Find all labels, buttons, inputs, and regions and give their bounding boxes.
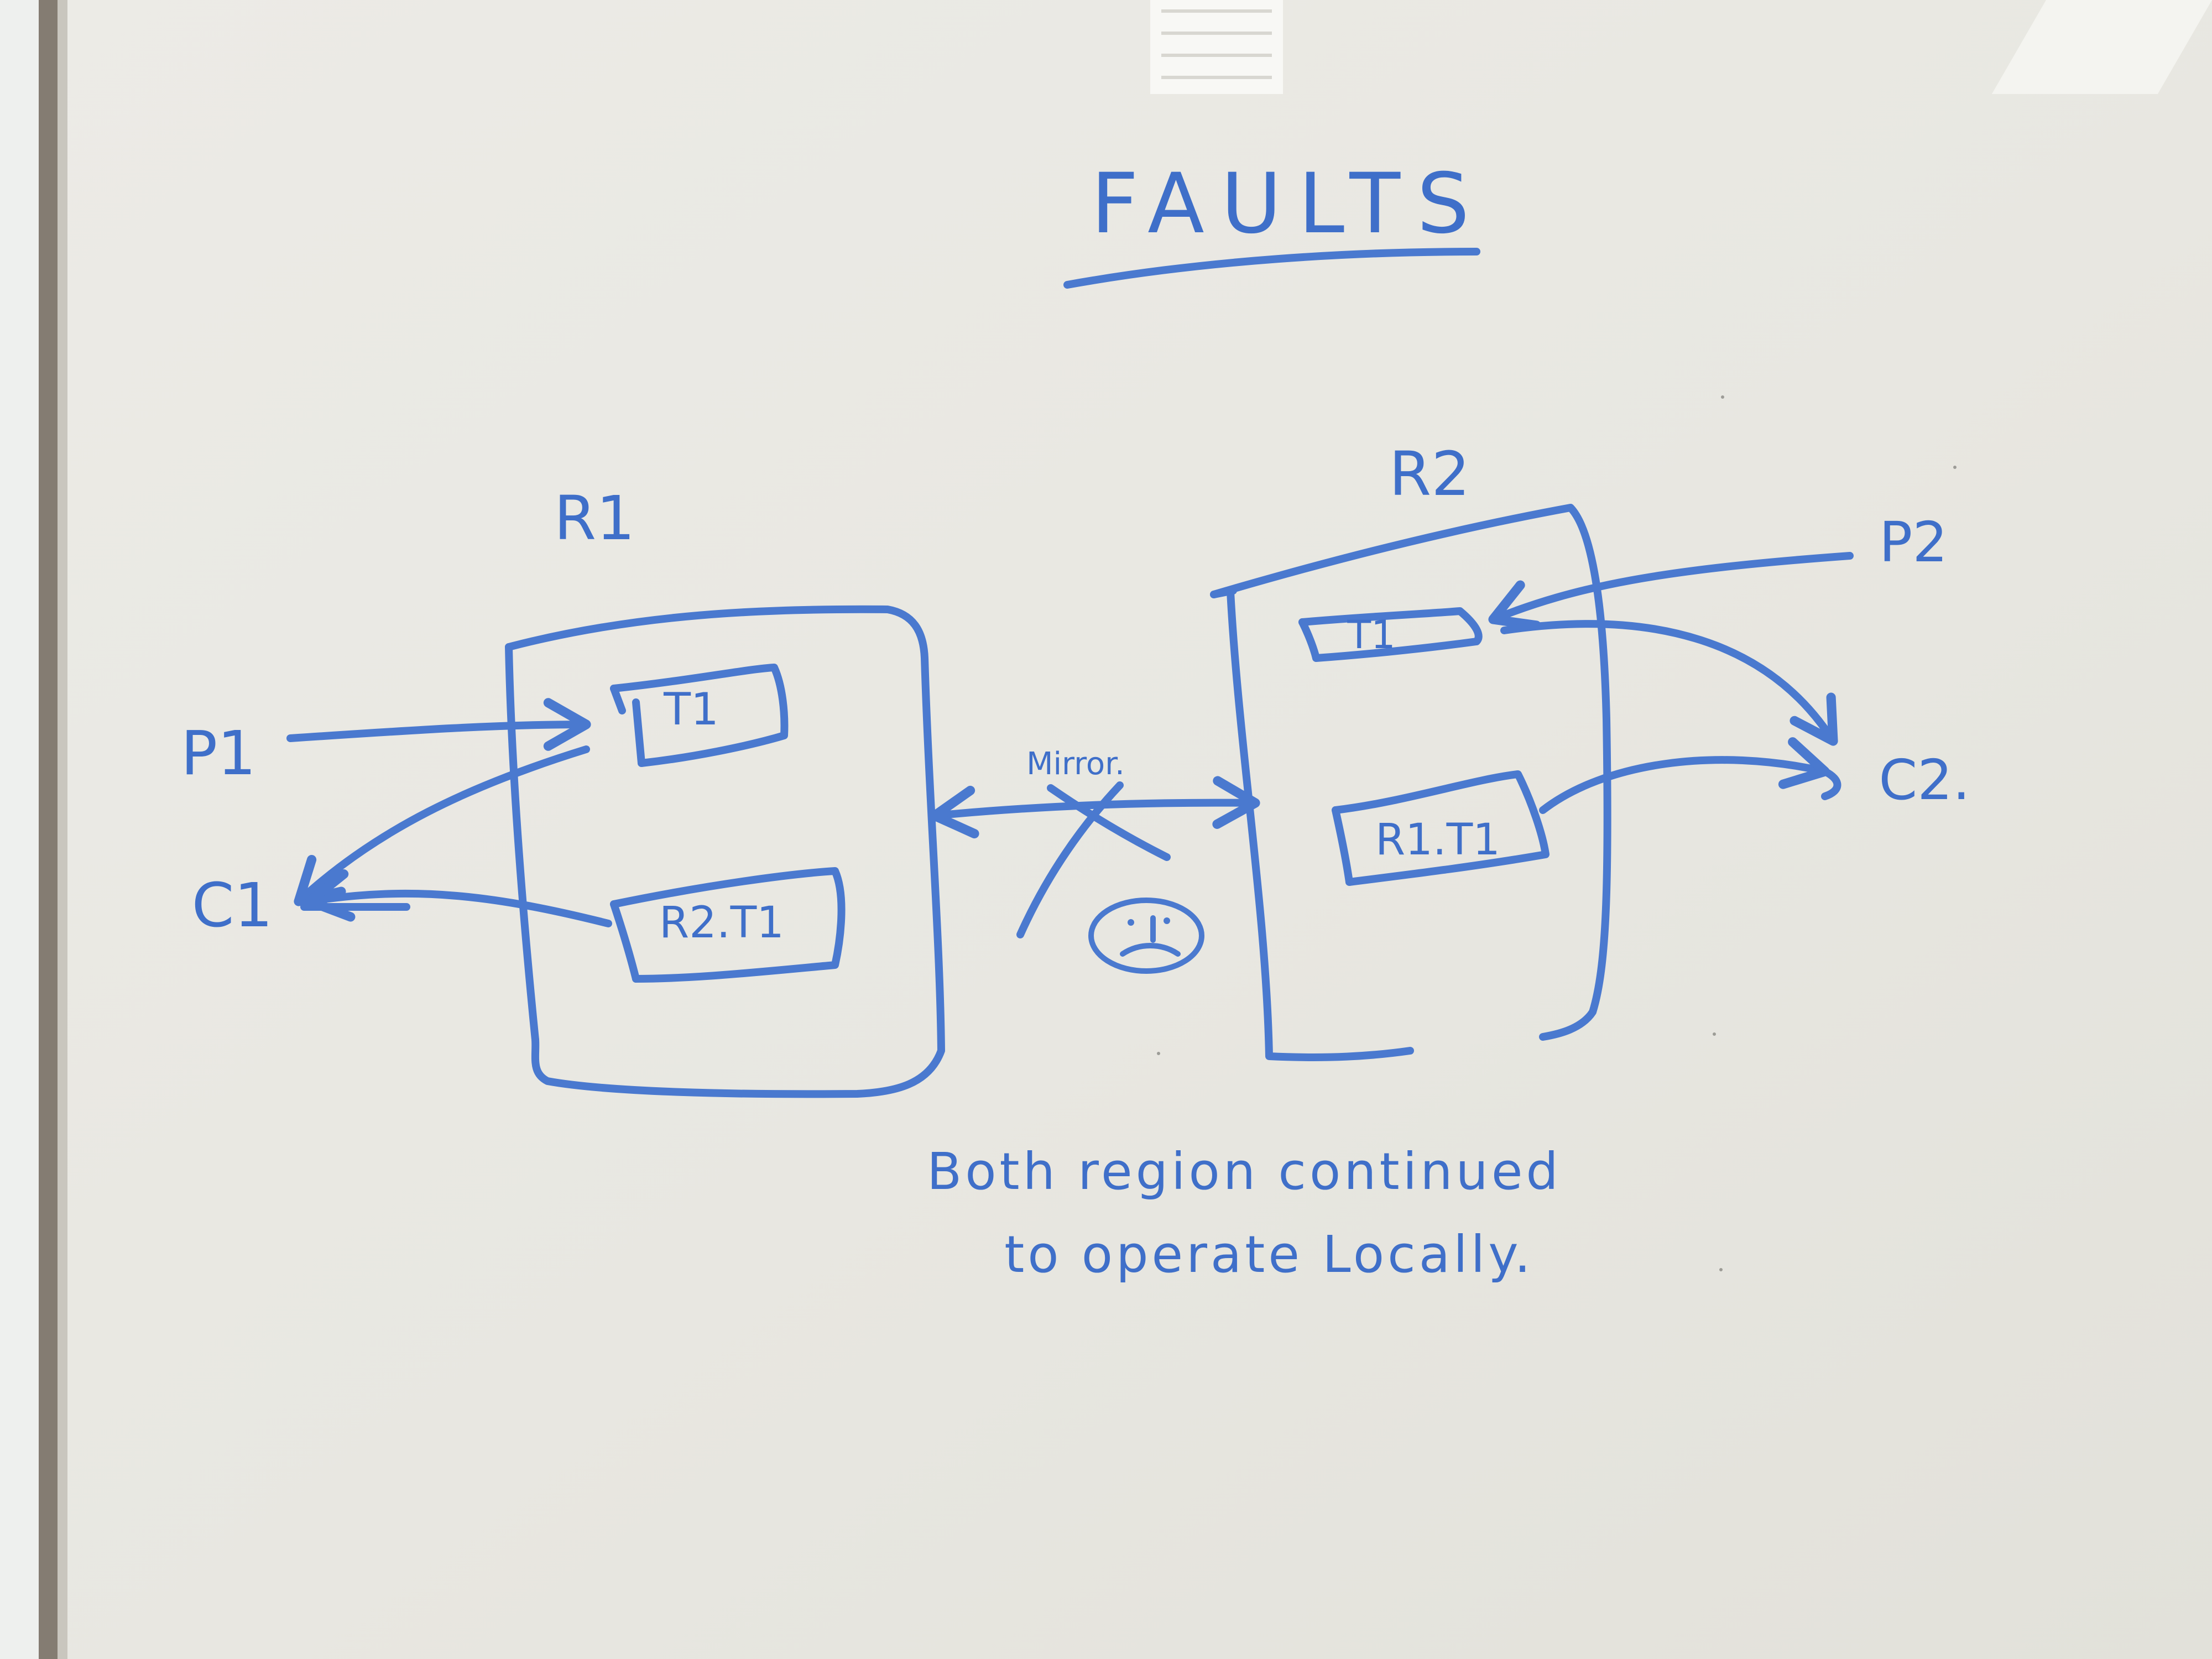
consumer-c2-label: C2.	[1879, 748, 1970, 812]
sad-face-icon	[1088, 898, 1204, 974]
region-r2-box-top-hook	[1210, 587, 1237, 598]
consumer-c1-label: C1	[192, 870, 273, 941]
topic-r2-r1t1-label: R1.T1	[1375, 815, 1500, 865]
board-frame	[39, 0, 58, 1659]
arrow-r2-t1-to-c2	[1500, 620, 1838, 746]
topic-r1-r2t1[interactable]: R2.T1	[610, 867, 846, 983]
region-r1-box-left	[505, 643, 539, 1044]
arrow-r2-r1t1-to-c2	[1539, 737, 1830, 814]
region-r2-box-left-bottom	[1227, 588, 1414, 1061]
board-specks	[1157, 395, 1957, 1271]
topic-r1-r2t1-label: R2.T1	[659, 898, 784, 948]
mirror-link-label: Mirror.	[1026, 746, 1125, 782]
topic-r2-r1t1[interactable]: R1.T1	[1332, 770, 1550, 886]
link-broken-cross	[1016, 781, 1171, 938]
topic-r2-t1-label: T1	[1347, 612, 1395, 658]
note-line-2: to operate Locally.	[1004, 1225, 1534, 1284]
topic-r2-t1[interactable]: T1	[1298, 607, 1483, 662]
arrow-p1-to-r1-t1	[286, 698, 591, 751]
arrow-p2-to-r2-t1	[1488, 552, 1854, 630]
title-underline	[1063, 248, 1480, 289]
light-reflection-stripes	[1161, 9, 1272, 79]
region-r2-label: R2	[1389, 439, 1470, 509]
region-r1-label: R1	[554, 483, 635, 554]
region-r1-box	[505, 605, 945, 1098]
arrow-c2-hook	[1821, 768, 1841, 800]
topic-r1-t1-label: T1	[663, 684, 719, 735]
arrow-r1-r2t1-to-c1	[305, 869, 612, 927]
producer-p2-label: P2	[1879, 510, 1948, 575]
region-r2-box	[1210, 504, 1611, 1041]
note-line-1: Both region continued	[927, 1142, 1562, 1201]
producer-p1-label: P1	[181, 718, 256, 789]
board-frame-shadow	[58, 0, 67, 1659]
page-title: FAULTS	[1091, 156, 1486, 252]
topic-r1-t1[interactable]: T1	[610, 664, 789, 767]
light-reflection	[1150, 0, 2212, 94]
wall-edge	[0, 0, 39, 1659]
